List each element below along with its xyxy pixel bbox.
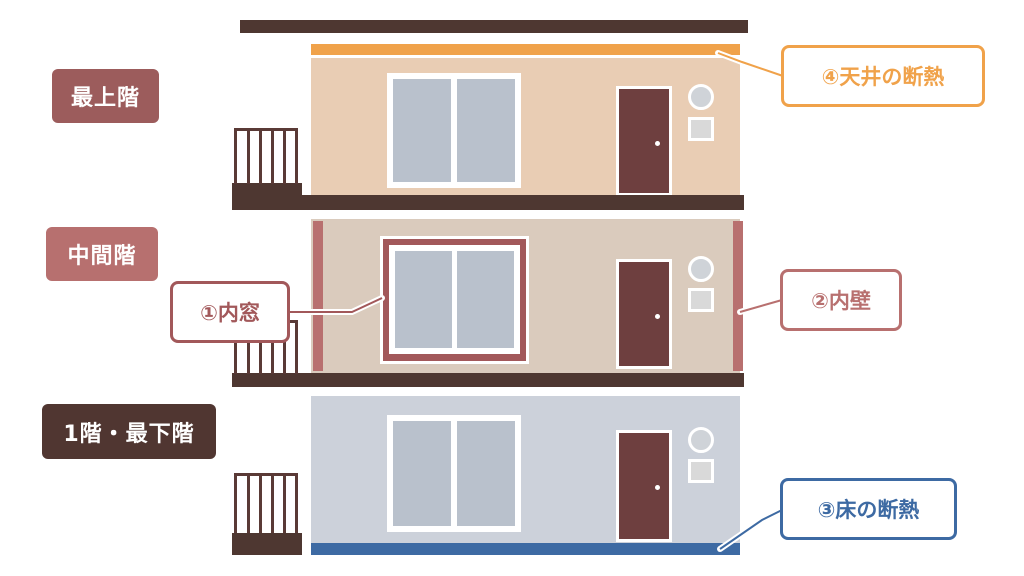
top-floor-slab	[232, 195, 744, 210]
inner-wall-left	[313, 221, 323, 371]
middle-floor-door	[616, 259, 672, 369]
top-floor-door	[616, 86, 672, 196]
callout-inner-wall: ②内壁	[780, 269, 902, 331]
callout-floor-insulation: ③床の断熱	[780, 478, 957, 540]
bottom-floor-vent	[688, 427, 714, 453]
middle-floor-meter	[688, 288, 714, 312]
callout-inner-window: ①内窓	[170, 281, 290, 343]
middle-floor-window	[389, 245, 520, 354]
ceiling-insulation-strip	[311, 44, 740, 55]
floor-insulation-strip	[311, 543, 740, 555]
middle-floor-vent	[688, 256, 714, 282]
inner-wall-right	[733, 221, 743, 371]
bottom-balcony-floor	[232, 533, 302, 555]
top-floor-window	[387, 73, 521, 188]
top-floor-vent	[688, 84, 714, 110]
floor-label-top: 最上階	[52, 69, 159, 123]
bottom-floor-door	[616, 430, 672, 542]
callout-ceiling-insulation: ④天井の断熱	[781, 45, 985, 107]
floor-label-middle: 中間階	[46, 227, 158, 281]
roof-slab	[240, 20, 748, 33]
bottom-balcony-railing	[234, 473, 298, 533]
middle-floor-slab	[232, 373, 744, 387]
top-floor-meter	[688, 117, 714, 141]
top-balcony-railing	[234, 128, 298, 184]
bottom-floor-meter	[688, 459, 714, 483]
bottom-floor-window	[387, 415, 521, 532]
top-balcony-floor	[232, 183, 302, 197]
floor-label-bottom: 1階・最下階	[42, 404, 216, 459]
